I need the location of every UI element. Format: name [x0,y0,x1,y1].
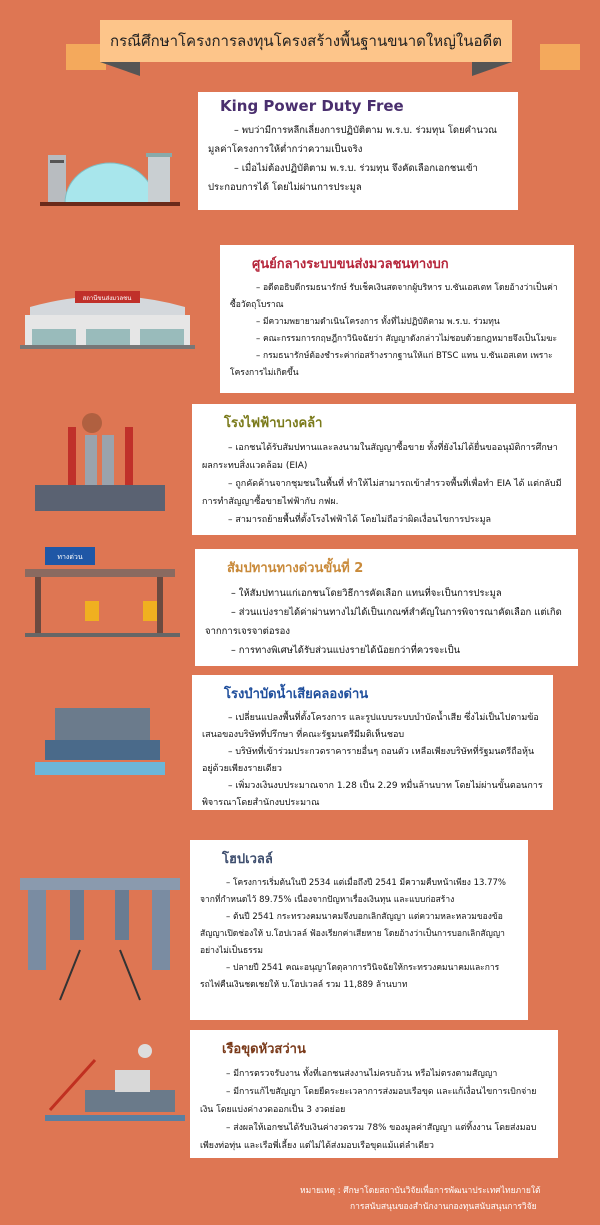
banner-fold-left [100,62,140,76]
card-title: เรือขุดหัวสว่าน [222,1042,306,1057]
card-king-power: King Power Duty Free – พบว่ามีการหลีกเลี… [198,92,518,210]
card-title: สัมปทานทางด่วนขั้นที่ 2 [227,561,364,576]
card-wastewater: โรงบำบัดน้ำเสียคลองด่าน – เปลี่ยนแปลงพื้… [192,675,553,810]
bullet: – เพิ่มวงเงินงบประมาณจาก 1.28 เป็น 2.29 … [202,781,543,808]
bullet: – ปลายปี 2541 คณะอนุญาโตตุลาการวินิจฉัยใ… [200,963,500,990]
bullet: – พบว่ามีการหลีกเลี่ยงการปฏิบัติตาม พ.ร.… [208,125,497,155]
bullet: – ถูกคัดค้านจากชุมชนในพื้นที่ ทำให้ไม่สา… [202,479,562,507]
bullet: – เอกชนได้รับสัมปทานและลงนามในสัญญาซื้อข… [202,443,558,471]
banner-fold-right [472,62,512,76]
bullet: – มีการแก้ไขสัญญา โดยยืดระยะเวลาการส่งมอ… [200,1087,537,1115]
bullet: – มีความพยายามดำเนินโครงการ ทั้งที่ไม่ปฏ… [256,317,500,327]
card-title: ศูนย์กลางระบบขนส่งมวลชนทางบก [252,257,449,272]
expressway-toll-icon: ทางด่วน [25,547,180,637]
bus-terminal-icon: สถานีขนส่งมวลชน [20,291,195,349]
wastewater-plant-icon [35,708,165,775]
card-title: โรงบำบัดน้ำเสียคลองด่าน [224,687,369,702]
bullet: – โครงการเริ่มต้นในปี 2534 แต่เมื่อถึงปี… [200,878,506,905]
page-title: กรณีศึกษาโครงการลงทุนโครงสร้างพื้นฐานขนา… [100,20,512,62]
banner-tail-left [66,44,106,70]
hopewell-pillars-icon [20,878,180,1001]
card-title: King Power Duty Free [220,97,404,115]
card-bus-terminal: ศูนย์กลางระบบขนส่งมวลชนทางบก – อดีตอธิบด… [220,245,574,393]
bullet: – เมื่อไม่ต้องปฏิบัติตาม พ.ร.บ. ร่วมทุน … [208,163,478,193]
footnote-line1: ศึกษาโดยสถาบันวิจัยเพื่อการพัฒนาประเทศไท… [343,1186,541,1196]
bullet: – ส่งผลให้เอกชนได้รับเงินค่างวดรวม 78% ข… [200,1123,537,1151]
bullet: – เปลี่ยนแปลงพื้นที่ตั้งโครงการ และรูปแบ… [202,713,539,740]
bullet: – กรมธนารักษ์ต้องชำระค่าก่อสร้างรากฐานให… [230,351,553,378]
bullet: – การทางพิเศษได้รับส่วนแบ่งรายได้น้อยกว่… [231,645,461,656]
duty-free-building-icon [40,153,180,206]
expressway-sign: ทางด่วน [57,553,82,561]
card-expressway: สัมปทานทางด่วนขั้นที่ 2 – ให้สัมปทานแก่เ… [195,549,578,666]
dredging-ship-icon [45,1044,185,1121]
bullet: – มีการตรวจรับงาน ทั้งที่เอกชนส่งงานไม่ค… [226,1069,498,1079]
card-title: โรงไฟฟ้าบางคล้า [224,416,323,431]
card-dredging-ship: เรือขุดหัวสว่าน – มีการตรวจรับงาน ทั้งที… [190,1030,558,1158]
footnote-line2: การสนับสนุนของสำนักงานกองทุนสนับสนุนการว… [350,1202,537,1212]
bullet: – คณะกรรมการกฤษฎีกาวินิจฉัยว่า สัญญาดังก… [256,334,558,344]
banner-tail-right [540,44,580,70]
footnote-label: หมายเหตุ : [300,1186,341,1196]
bullet: – บริษัทที่เข้าร่วมประกวดราคารายอื่นๆ ถอ… [202,747,535,774]
footnote: หมายเหตุ : ศึกษาโดยสถาบันวิจัยเพื่อการพั… [300,1183,541,1215]
bullet: – ต้นปี 2541 กระทรวงคมนาคมจึงบอกเลิกสัญญ… [200,912,505,956]
bullet: – ส่วนแบ่งรายได้ค่าผ่านทางไม่ได้เป็นเกณฑ… [205,607,562,637]
card-hopewell: โฮปเวลล์ – โครงการเริ่มต้นในปี 2534 แต่เ… [190,840,528,1020]
card-title: โฮปเวลล์ [222,852,273,867]
bullet: – ให้สัมปทานแก่เอกชนโดยวิธีการคัดเลือก แ… [231,588,502,599]
bullet: – อดีตอธิบดีกรมธนารักษ์ รับเช็คเงินสดจาก… [230,283,558,310]
terminal-sign: สถานีขนส่งมวลชน [83,294,132,302]
card-power-plant: โรงไฟฟ้าบางคล้า – เอกชนได้รับสัมปทานและล… [192,404,576,535]
power-plant-icon [35,413,165,511]
bullet: – สามารถย้ายพื้นที่ตั้งโรงไฟฟ้าได้ โดยไม… [228,515,492,525]
